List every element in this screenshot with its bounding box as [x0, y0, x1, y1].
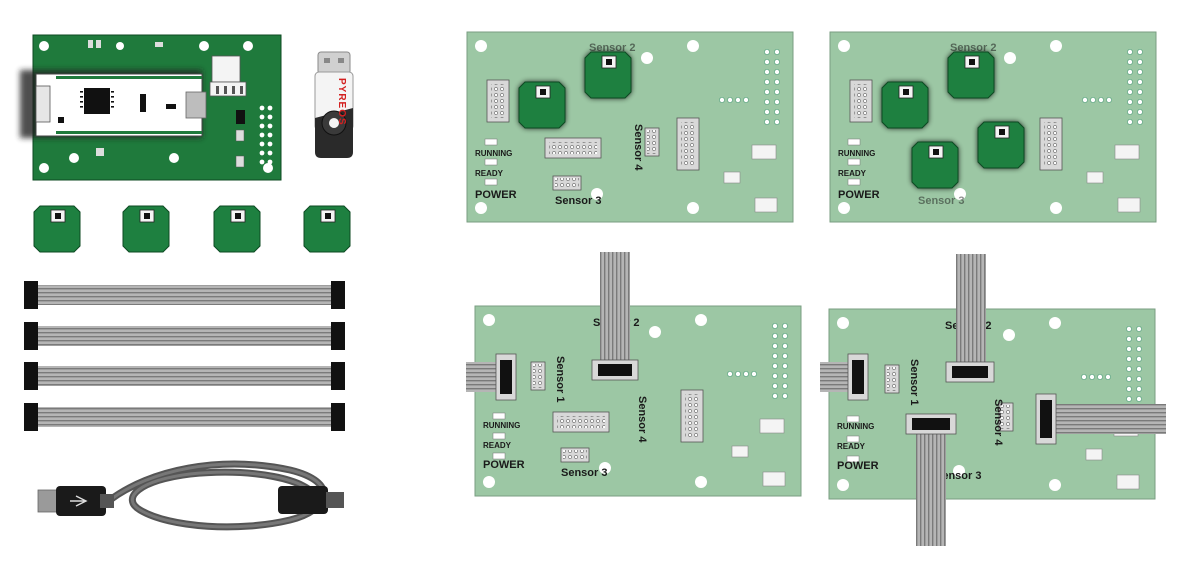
usb-cable-icon — [37, 460, 344, 531]
running-label: RUNNING — [483, 421, 520, 430]
ribbon-cable — [24, 403, 345, 431]
power-label: POWER — [838, 189, 880, 201]
running-label: RUNNING — [475, 149, 512, 158]
usb-stick-icon: PYREOS — [314, 51, 354, 158]
sensor-modules — [33, 205, 351, 253]
running-label: RUNNING — [838, 149, 875, 158]
power-label: POWER — [837, 460, 879, 472]
main-pcb — [20, 34, 282, 181]
ribbon-cable — [24, 322, 345, 350]
ribbon-cable — [24, 281, 345, 309]
sensor4-label: Sensor 4 — [992, 399, 1004, 446]
power-label: POWER — [483, 459, 525, 471]
kit-parts: PYREOS — [20, 34, 354, 531]
power-label: POWER — [475, 189, 517, 201]
board-two-cables: Sensor 2 Sensor 1 Sensor 4 Sensor 3 RUNN… — [474, 305, 802, 497]
ribbon-cable-plugged — [905, 413, 957, 546]
sensor-module — [33, 205, 81, 253]
ribbon-cables — [24, 281, 345, 431]
sensor3-label: Sensor 3 — [555, 195, 601, 207]
sensor-module — [303, 205, 351, 253]
sensor1-label: Sensor 1 — [554, 356, 566, 402]
ready-label: READY — [837, 442, 866, 451]
sensor3-label: Sensor 3 — [918, 195, 964, 207]
ribbon-cable-plugged — [466, 353, 517, 401]
sensor2-label: Sensor 2 — [950, 42, 996, 54]
pyreos-logo: PYREOS — [336, 78, 347, 126]
ribbon-cable — [24, 362, 345, 390]
ribbon-cable-plugged — [591, 252, 639, 381]
sensor4-label: Sensor 4 — [636, 396, 648, 443]
sensor3-label: Sensor 3 — [935, 470, 981, 482]
sensor-module — [213, 205, 261, 253]
board-four-cables: Sensor 2 Sensor 1 Sensor 4 Sensor 3 RUNN… — [828, 308, 1156, 500]
ribbon-cable-plugged — [820, 353, 869, 401]
sensor4-label: Sensor 4 — [632, 124, 644, 171]
ribbon-cable-plugged — [1035, 393, 1166, 445]
ready-label: READY — [838, 169, 867, 178]
sensor-module — [122, 205, 170, 253]
sensor3-label: Sensor 3 — [561, 467, 607, 479]
board-four-sensors: Sensor 2 Sensor 3 RUNNING READY POWER — [829, 31, 1157, 223]
ribbon-cable-plugged — [945, 254, 995, 383]
ready-label: READY — [483, 441, 512, 450]
ready-label: READY — [475, 169, 504, 178]
sensor1-label: Sensor 1 — [908, 359, 920, 405]
sensor2-label: Sensor 2 — [589, 42, 635, 54]
running-label: RUNNING — [837, 422, 874, 431]
board-two-sensors: Sensor 2 Sensor 4 Sensor 3 RUNNING READY… — [466, 31, 794, 223]
